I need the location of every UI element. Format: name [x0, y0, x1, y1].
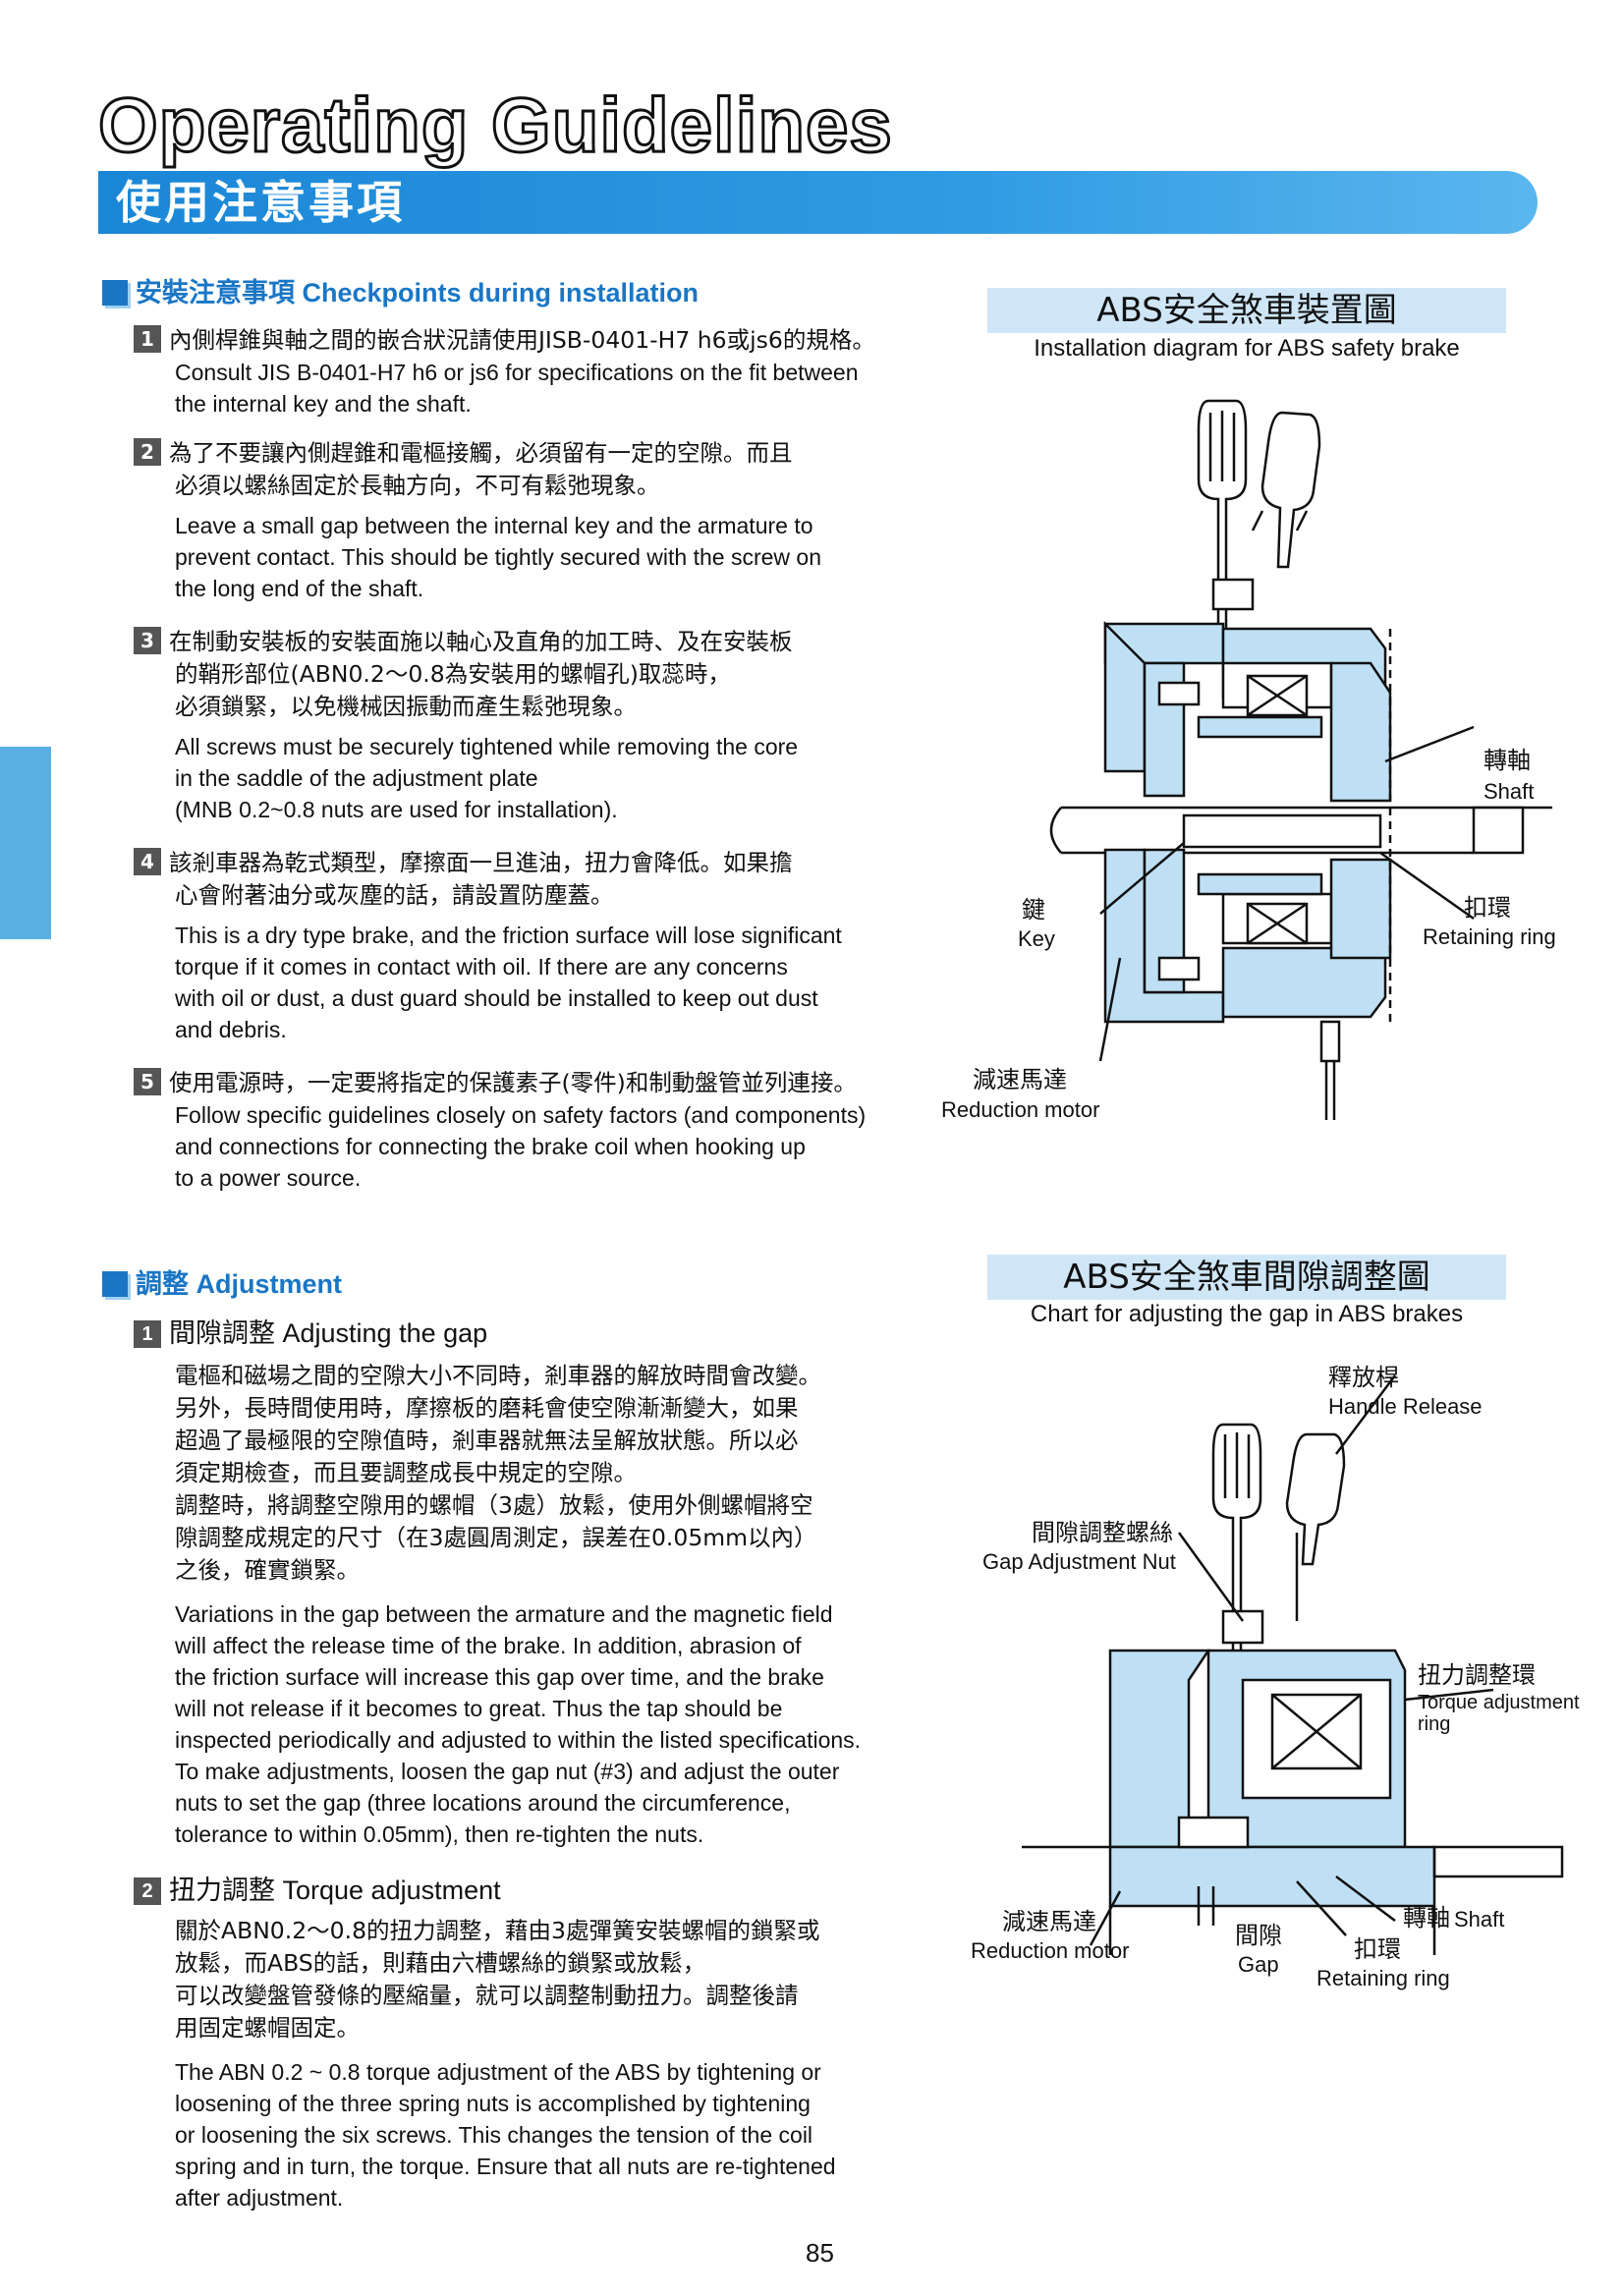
label-ring-en: Retaining ring [1423, 924, 1556, 949]
label-gap-en: Gap [1238, 1952, 1279, 1977]
page-title: Operating Guidelines [97, 82, 894, 168]
label-motor-en: Reduction motor [941, 1097, 1100, 1122]
label-release-zh: 釋放桿 [1328, 1364, 1399, 1391]
label-ring2-zh: 扣環 [1354, 1935, 1401, 1963]
abs-installation-diagram [1049, 399, 1552, 1120]
abs-gap-adjustment-diagram [1022, 1374, 1564, 1955]
label-ring2-en: Retaining ring [1316, 1966, 1450, 1990]
label-nut-zh: 間隙調整螺絲 [1032, 1519, 1173, 1546]
label-shaft-en: Shaft [1484, 779, 1535, 804]
section-square-icon [102, 280, 128, 306]
label-shaft2-zh: 轉軸 [1403, 1904, 1450, 1932]
page-title-zh: 使用注意事項 [116, 177, 405, 228]
label-shaft-zh: 轉軸 [1484, 747, 1531, 774]
label-torque-en: Torque adjustment [1418, 1692, 1580, 1713]
label-release-en: Handle Release [1328, 1394, 1483, 1419]
diagram2-title: ABS安全煞車間隙調整圖 [987, 1255, 1506, 1300]
label-motor2-en: Reduction motor [971, 1938, 1130, 1963]
adjustment-heading: 調整 Adjustment [102, 1267, 342, 1301]
diagram1-subtitle: Installation diagram for ABS safety brak… [1034, 335, 1460, 362]
label-torque-zh: 扭力調整環 [1418, 1661, 1536, 1689]
side-tab [0, 747, 51, 939]
label-key-zh: 鍵 [1022, 896, 1045, 924]
page-number: 85 [806, 2238, 834, 2268]
label-nut-en: Gap Adjustment Nut [982, 1549, 1176, 1574]
label-shaft2-en: Shaft [1454, 1907, 1505, 1932]
label-motor-zh: 減速馬達 [973, 1066, 1067, 1093]
section-square-icon [102, 1271, 128, 1297]
label-ring-zh: 扣環 [1464, 894, 1511, 922]
diagram1-title: ABS安全煞車裝置圖 [987, 288, 1506, 333]
label-gap-zh: 間隙 [1235, 1922, 1282, 1949]
label-key-en: Key [1018, 926, 1055, 951]
title-banner [98, 171, 1538, 234]
diagram2-subtitle: Chart for adjusting the gap in ABS brake… [1030, 1301, 1464, 1327]
label-torque-en-2: ring [1418, 1713, 1451, 1735]
label-motor2-zh: 減速馬達 [1002, 1908, 1096, 1935]
installation-heading: 安裝注意事項 Checkpoints during installation [102, 276, 699, 309]
